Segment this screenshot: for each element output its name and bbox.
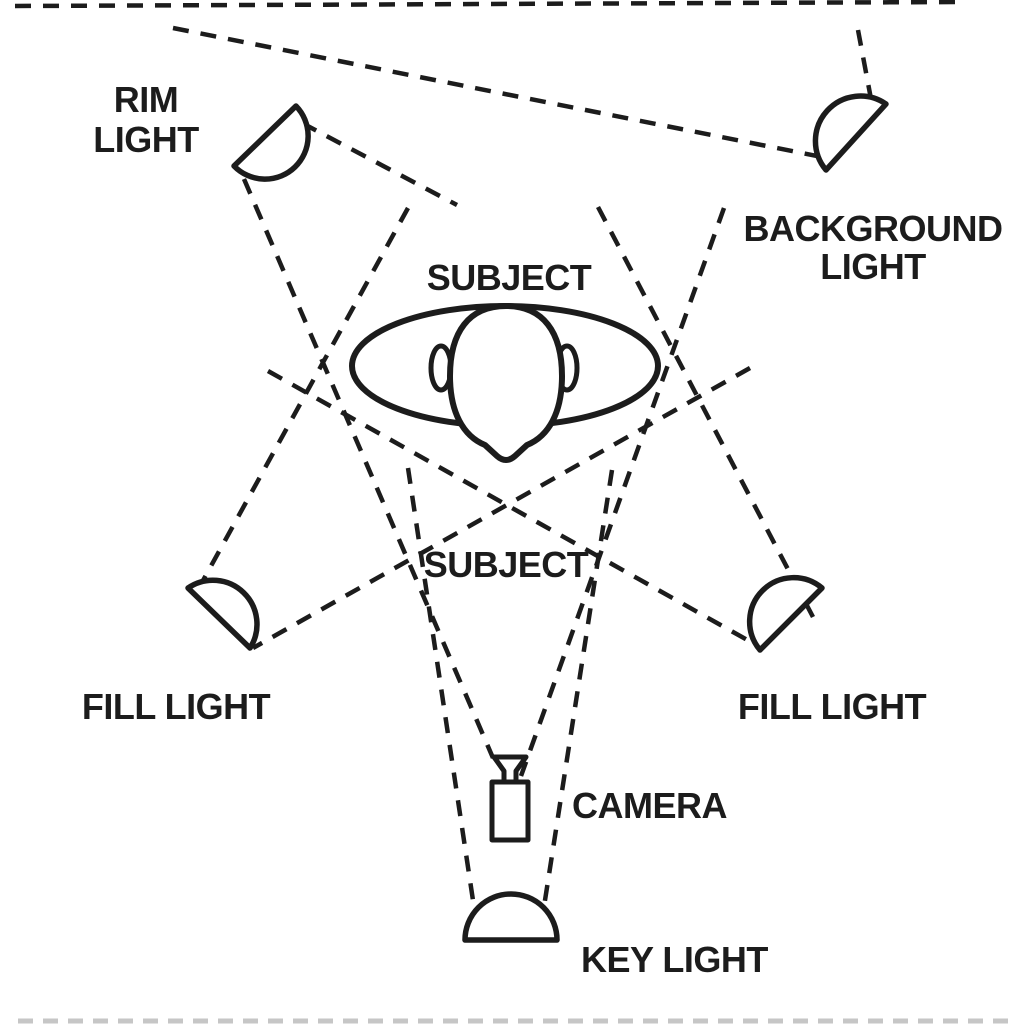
background-light-label-line1: BACKGROUND <box>744 208 1003 249</box>
key-light-label: KEY LIGHT <box>581 939 768 980</box>
camera-label: CAMERA <box>572 785 727 826</box>
fill-light-left-label: FILL LIGHT <box>82 686 271 727</box>
rim-light-label-line2: LIGHT <box>93 119 199 160</box>
rim-light-label-line1: RIM <box>114 79 179 120</box>
subject-figure <box>349 303 661 463</box>
rim-to-camera-line <box>241 178 496 759</box>
background-top-line <box>855 29 874 100</box>
subject-head-shape <box>447 303 565 463</box>
right-fill-beam-line <box>266 369 760 648</box>
rim-beam-line <box>300 121 459 207</box>
subject-to-right-fill-line <box>596 205 815 619</box>
key-light-right-line <box>538 469 615 927</box>
subject-label-middle: SUBJECT <box>424 544 589 585</box>
left-fill-beam-line <box>251 366 752 650</box>
background-light-label-line2: LIGHT <box>820 246 926 287</box>
fill-light-right-label: FILL LIGHT <box>738 686 927 727</box>
camera-figure <box>489 754 531 843</box>
camera-body-shape <box>489 779 531 843</box>
background-light-shape <box>812 93 889 173</box>
key-light-shape <box>462 891 560 943</box>
fill-light-right-shape <box>746 574 825 653</box>
rim-light-shape <box>231 103 311 182</box>
key-light-left-line <box>405 467 480 928</box>
background-wall-line <box>14 0 959 9</box>
beam-lines <box>14 0 1008 1024</box>
subject-to-left-fill-line <box>198 206 410 588</box>
fill-light-left-shape <box>185 577 260 651</box>
subject-label-top: SUBJECT <box>427 257 592 298</box>
